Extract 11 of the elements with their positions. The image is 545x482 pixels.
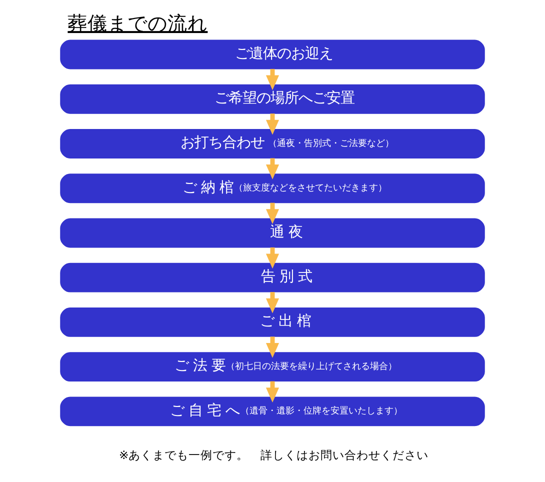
label: ※あくまでも一例です。 詳しくはお問い合わせください bbox=[119, 448, 429, 462]
node-box: お打ち合わせ （通夜・告別式・ご法要など） bbox=[60, 129, 485, 158]
node-box: 通 夜 bbox=[60, 218, 485, 248]
node-box: ご遺体のお迎え bbox=[60, 40, 485, 70]
node-box: 告 別 式 bbox=[60, 262, 485, 292]
node-box: ご 出 棺 bbox=[60, 307, 485, 337]
node-box: ご 納 棺（旅支度などをさせてたいだきます） bbox=[60, 174, 485, 204]
node-box: ご 自 宅 へ（遺骨・遺影・位牌を安置いたします） bbox=[60, 396, 485, 426]
node-box: ご 法 要（初七日の法要を繰り上げてされる場合） bbox=[60, 352, 485, 382]
diagram-title: 葬儀までの流れ bbox=[68, 12, 208, 36]
node-box: ご希望の場所へご安置 bbox=[60, 84, 485, 114]
